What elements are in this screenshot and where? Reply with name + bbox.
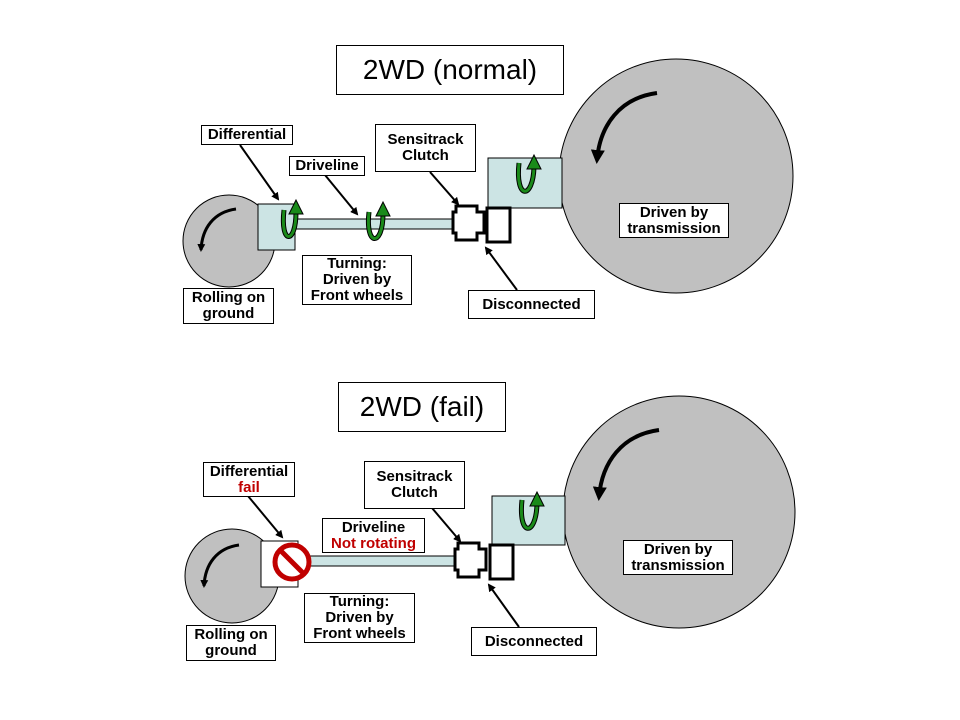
front-wheel-rotation-arrow [197, 207, 237, 252]
panel-fail [184, 395, 796, 629]
sensitrack-clutch-label: Sensitrack Clutch [364, 461, 465, 509]
transmission-wheel [562, 395, 796, 629]
transmission-output-shaft [487, 157, 563, 209]
disconnected-label: Disconnected [471, 627, 597, 656]
panel-normal [182, 58, 794, 294]
transmission-output-shaft [491, 495, 566, 546]
driveline-shaft [296, 555, 458, 567]
differential-fail-label: Differential fail [203, 462, 295, 497]
differential-fail-icon [272, 542, 312, 582]
turning-label: Turning: Driven by Front wheels [304, 593, 415, 643]
driven-by-transmission-label: Driven by transmission [623, 540, 733, 575]
transmission-shaft-rotation-icon [518, 490, 545, 531]
transmission-wheel-rotation-arrow [592, 428, 660, 501]
transmission-wheel-rotation-arrow [590, 91, 658, 164]
clutch-right-half [485, 206, 512, 244]
disconnected-pointer [487, 583, 520, 628]
disconnected-label: Disconnected [468, 290, 595, 319]
rolling-on-ground-label: Rolling on ground [183, 288, 274, 324]
driven-by-transmission-label: Driven by transmission [619, 203, 729, 238]
clutch-left-half [451, 204, 486, 242]
sensitrack-pointer [431, 507, 462, 543]
differential-pointer [239, 144, 280, 201]
differential-label: Differential [201, 125, 293, 145]
transmission-shaft-rotation-icon [515, 153, 542, 194]
clutch-right-half [488, 543, 515, 581]
differential-rotation-icon [280, 198, 304, 239]
differential-housing [257, 203, 296, 251]
front-wheel-rotation-arrow [200, 543, 240, 588]
differential-pointer [247, 495, 284, 539]
sensitrack-pointer [429, 171, 460, 206]
driveline-rotation-icon [365, 200, 391, 241]
driveline-pointer [324, 174, 359, 216]
driveline-shaft [294, 218, 456, 230]
rolling-on-ground-label: Rolling on ground [186, 625, 276, 661]
turning-label: Turning: Driven by Front wheels [302, 255, 412, 305]
transmission-wheel [558, 58, 794, 294]
driveline-not-rotating-label: Driveline Not rotating [322, 518, 425, 553]
disconnected-pointer [484, 246, 518, 291]
clutch-left-half [453, 541, 488, 579]
driveline-label: Driveline [289, 156, 365, 176]
panel-title: 2WD (normal) [336, 45, 564, 95]
panel-title: 2WD (fail) [338, 382, 506, 432]
sensitrack-clutch-label: Sensitrack Clutch [375, 124, 476, 172]
